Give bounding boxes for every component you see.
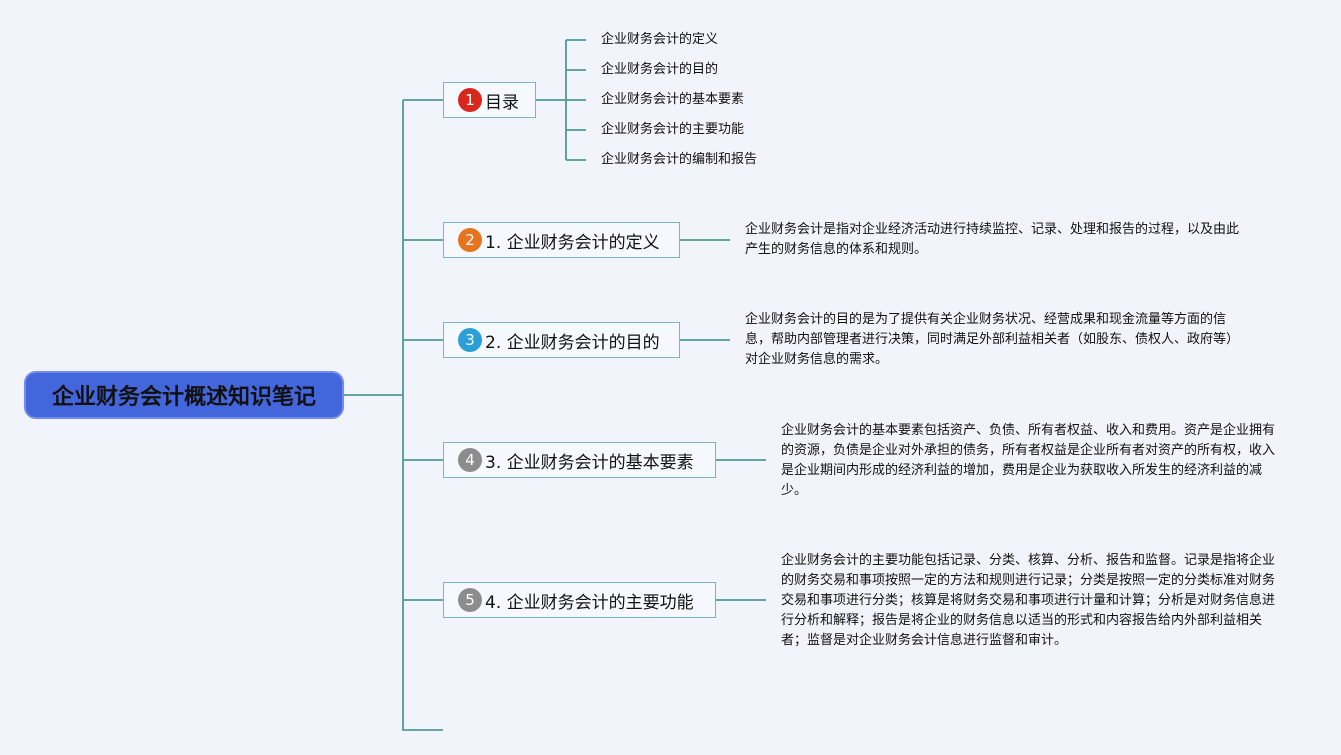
branch-label: 1. 企业财务会计的定义 [485,232,660,253]
toc-item-purpose[interactable]: 企业财务会计的目的 [601,62,719,77]
connector-trunk [402,100,443,731]
number-badge-icon: 3 [458,328,482,352]
root-node[interactable]: 企业财务会计概述知识笔记 [26,373,342,417]
branch-label: 3. 企业财务会计的基本要素 [485,452,694,473]
toc-item-functions[interactable]: 企业财务会计的主要功能 [601,122,745,137]
branch-definition[interactable]: 2 1. 企业财务会计的定义 [443,222,680,258]
description-purpose: 企业财务会计的目的是为了提供有关企业财务状况、经营成果和现金流量等方面的信息，帮… [745,312,1240,367]
branch-label: 2. 企业财务会计的目的 [485,332,660,353]
description-definition: 企业财务会计是指对企业经济活动进行持续监控、记录、处理和报告的过程，以及由此产生… [745,222,1240,257]
number-badge-icon: 4 [458,448,482,472]
number-badge-icon: 2 [458,228,482,252]
number-badge-icon: 1 [458,88,482,112]
branch-label: 4. 企业财务会计的主要功能 [485,592,694,613]
branch-label: 目录 [485,92,519,113]
number-badge-icon: 5 [458,588,482,612]
toc-item-definition[interactable]: 企业财务会计的定义 [601,32,719,47]
toc-item-elements[interactable]: 企业财务会计的基本要素 [601,92,745,107]
root-title: 企业财务会计概述知识笔记 [51,385,316,410]
description-elements: 企业财务会计的基本要素包括资产、负债、所有者权益、收入和费用。资产是企业拥有的资… [781,423,1276,498]
branch-functions[interactable]: 5 4. 企业财务会计的主要功能 [443,582,716,618]
branch-purpose[interactable]: 3 2. 企业财务会计的目的 [443,322,680,358]
description-functions: 企业财务会计的主要功能包括记录、分类、核算、分析、报告和监督。记录是指将企业的财… [781,553,1276,648]
toc-item-reporting[interactable]: 企业财务会计的编制和报告 [601,152,758,167]
branch-toc[interactable]: 1 目录 [443,82,536,118]
branch-elements[interactable]: 4 3. 企业财务会计的基本要素 [443,442,716,478]
